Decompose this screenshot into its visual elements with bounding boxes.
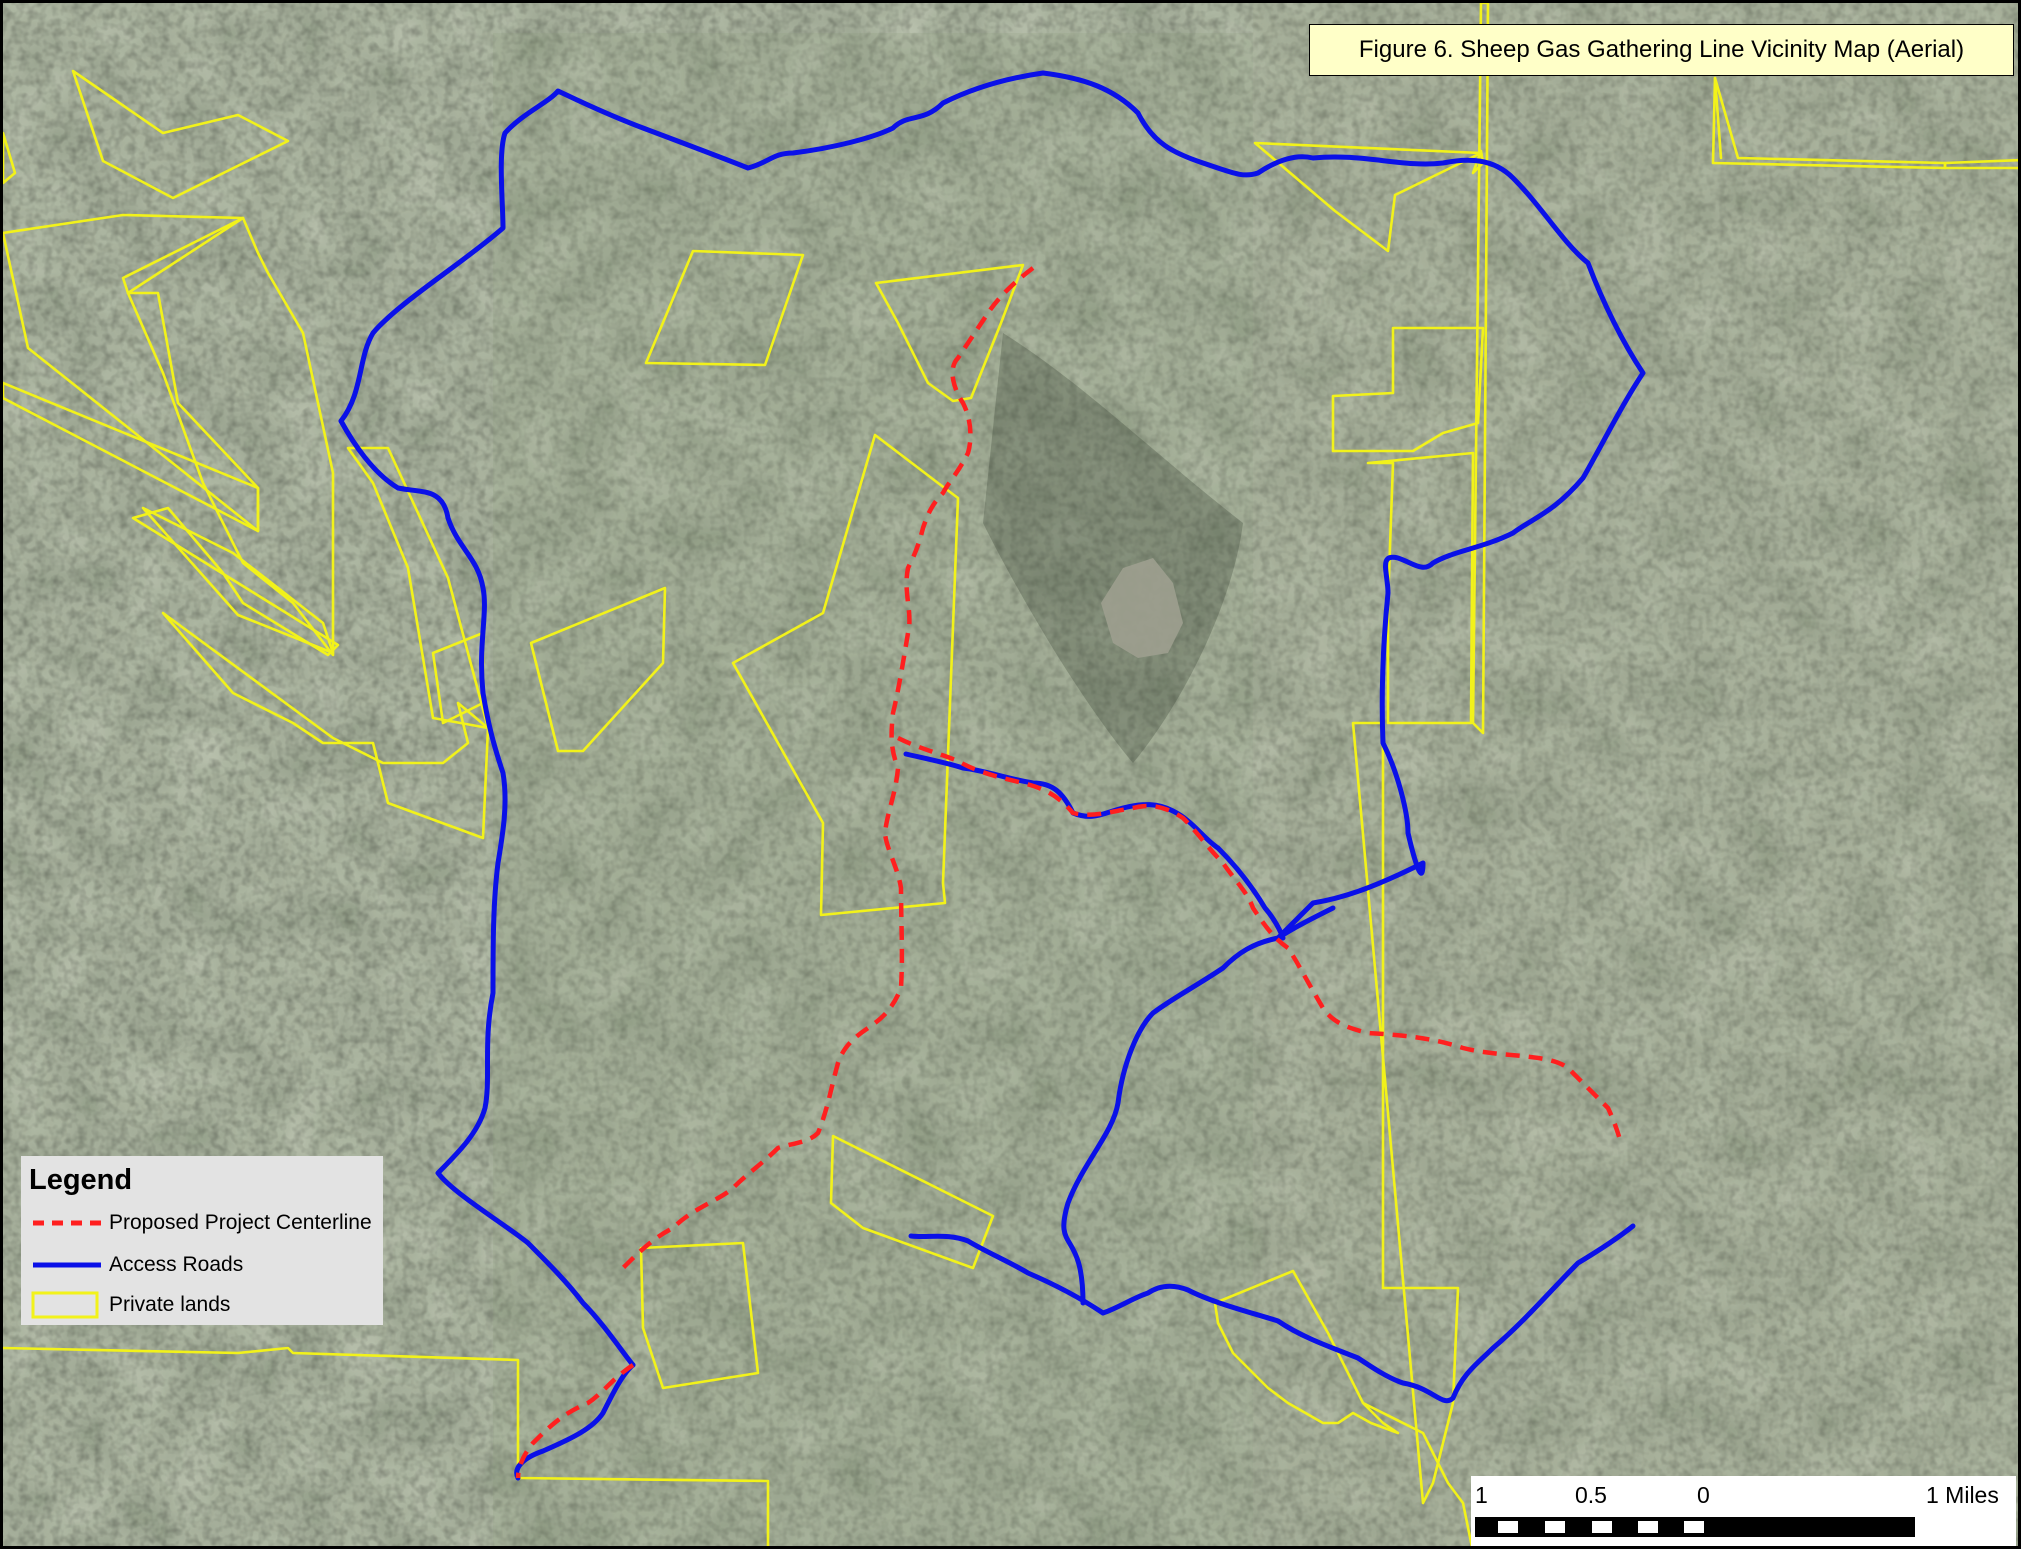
map-title: Figure 6. Sheep Gas Gathering Line Vicin… (1309, 24, 2014, 76)
legend-item-private-lands: Private lands (29, 1288, 379, 1322)
scale-label-0: 0 (1697, 1482, 1710, 1508)
private-land-parcel[interactable] (1253, 141, 1483, 253)
private-land-parcel[interactable] (346, 446, 490, 730)
private-land-boundary[interactable] (1362, 1401, 1474, 1549)
scale-label-0-5: 0.5 (1575, 1482, 1607, 1508)
private-land-parcel[interactable] (639, 1241, 760, 1390)
legend-label-access-roads: Access Roads (109, 1253, 244, 1276)
ridge-shading (983, 333, 1243, 763)
private-land-parcel[interactable] (1471, 3, 1490, 735)
private-land-parcel[interactable] (3, 381, 260, 533)
aerial-map[interactable] (3, 3, 2021, 1549)
private-land-parcel[interactable] (1351, 721, 1460, 1505)
private-land-parcel[interactable] (71, 69, 290, 200)
legend-label-centerline: Proposed Project Centerline (109, 1211, 372, 1234)
scale-bar-graphic (1475, 1517, 1915, 1537)
red-dashed-line-icon (33, 1220, 101, 1226)
private-land-parcel[interactable] (731, 433, 960, 917)
proposed-centerline[interactable] (896, 735, 1624, 1144)
private-land-parcel[interactable] (529, 586, 667, 753)
rock-outcrop (1101, 558, 1183, 658)
access-road[interactable] (338, 418, 636, 1368)
private-land-boundary[interactable] (3, 1346, 770, 1549)
blue-solid-line-icon (33, 1262, 101, 1268)
access-road[interactable] (908, 1223, 1636, 1404)
private-land-parcel[interactable] (1366, 451, 1475, 725)
legend-label-private-lands: Private lands (109, 1293, 231, 1316)
private-land-parcel[interactable] (141, 506, 335, 655)
scale-label-1: 1 (1475, 1482, 1488, 1508)
scale-bar: 1 0.5 0 1 Miles (1471, 1476, 2016, 1546)
proposed-centerline[interactable] (621, 266, 1035, 1270)
imagery-tile-east (1253, 3, 2018, 1546)
private-lands-layer (3, 3, 2021, 1549)
yellow-outline-box-icon (31, 1291, 99, 1319)
private-land-parcel[interactable] (161, 611, 490, 840)
private-land-parcel[interactable] (1943, 158, 2021, 170)
private-land-parcel[interactable] (121, 216, 335, 657)
map-legend: Legend Proposed Project Centerline Acces… (21, 1156, 383, 1325)
imagery-tile-light (493, 33, 1253, 1546)
private-land-parcel[interactable] (1213, 1269, 1400, 1435)
private-land-parcel[interactable] (131, 506, 340, 657)
private-land-parcel[interactable] (644, 249, 805, 367)
proposed-centerline[interactable] (515, 1363, 635, 1479)
private-land-parcel[interactable] (1331, 326, 1485, 453)
legend-item-centerline: Proposed Project Centerline (29, 1206, 379, 1240)
access-road[interactable] (338, 70, 1646, 1306)
access-roads-layer (338, 70, 1646, 1481)
private-land-parcel[interactable] (1713, 76, 1723, 160)
scale-label-1-miles: 1 Miles (1926, 1482, 1999, 1508)
private-land-parcel[interactable] (829, 1134, 995, 1270)
legend-item-access-roads: Access Roads (29, 1248, 379, 1282)
legend-heading: Legend (29, 1164, 133, 1196)
access-road[interactable] (1275, 905, 1336, 941)
centerline-layer (515, 266, 1624, 1479)
private-land-parcel[interactable] (3, 131, 17, 185)
